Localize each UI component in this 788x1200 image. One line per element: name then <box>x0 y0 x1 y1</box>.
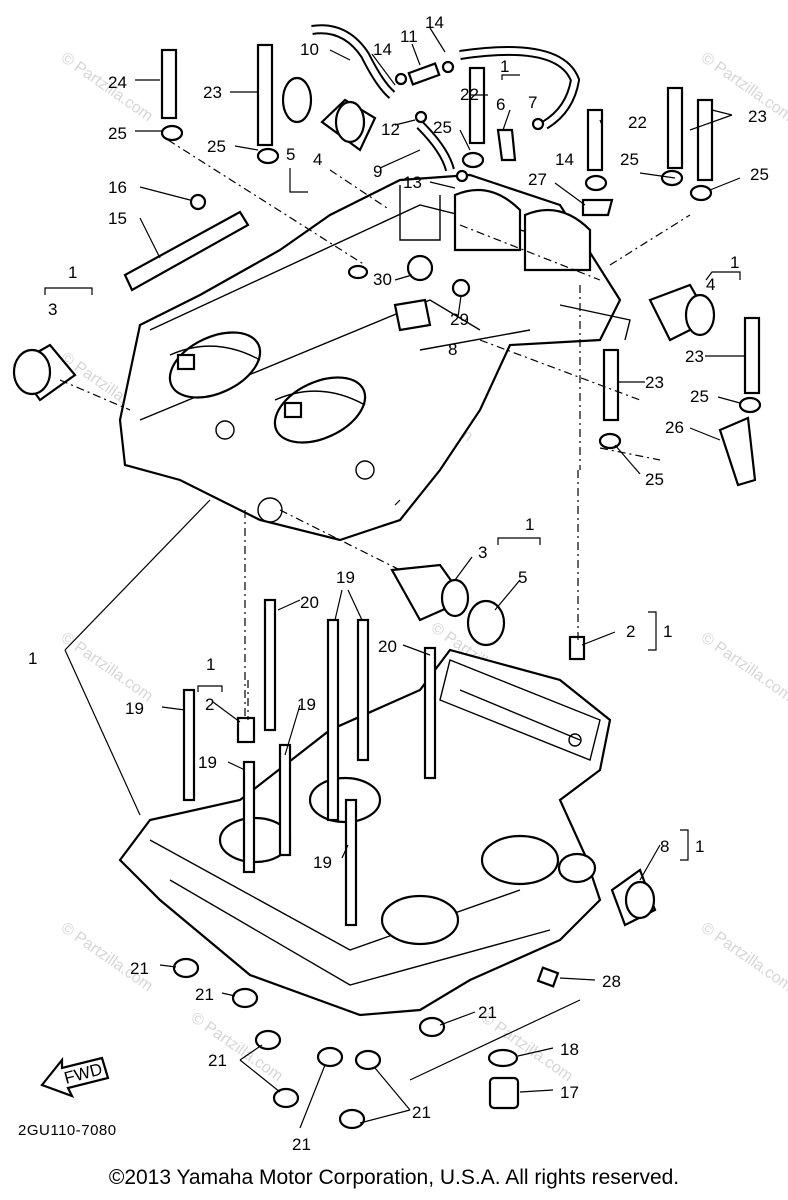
callout-25: 25 <box>750 165 769 184</box>
callout-28: 28 <box>602 972 621 991</box>
callout-17: 17 <box>560 1083 579 1102</box>
callout-1: 1 <box>695 837 704 856</box>
hoses <box>311 24 581 172</box>
callout-29: 29 <box>450 310 469 329</box>
callout-1: 1 <box>68 263 77 282</box>
callout-numbers: 24 23 25 10 14 11 14 22 1 6 7 23 22 25 1… <box>28 13 769 1154</box>
callout-25: 25 <box>645 470 664 489</box>
callout-4: 4 <box>313 150 322 169</box>
nuts-and-washers <box>123 60 762 1130</box>
callout-2: 2 <box>626 622 635 641</box>
upper-crankcase <box>118 173 631 542</box>
callout-26: 26 <box>665 418 684 437</box>
callout-23: 23 <box>748 107 767 126</box>
callout-25: 25 <box>108 124 127 143</box>
callout-14: 14 <box>425 13 444 32</box>
callout-1: 1 <box>500 57 509 76</box>
callout-19: 19 <box>198 753 217 772</box>
callout-19: 19 <box>313 853 332 872</box>
callout-6: 6 <box>496 95 505 114</box>
callout-4: 4 <box>706 275 715 294</box>
callout-1: 1 <box>663 622 672 641</box>
watermark: © Partzilla.com <box>58 49 156 125</box>
callout-21: 21 <box>208 1051 227 1070</box>
diagram-code: 2GU110-7080 <box>18 1122 117 1139</box>
callout-3: 3 <box>48 300 57 319</box>
callout-16: 16 <box>108 178 127 197</box>
callout-5: 5 <box>286 145 295 164</box>
callout-24: 24 <box>108 73 127 92</box>
callout-1: 1 <box>730 253 739 272</box>
callout-30: 30 <box>373 270 392 289</box>
callout-1: 1 <box>206 655 215 674</box>
callout-1: 1 <box>28 649 37 668</box>
callout-21: 21 <box>130 959 149 978</box>
callout-18: 18 <box>560 1040 579 1059</box>
callout-21: 21 <box>195 985 214 1004</box>
callout-20: 20 <box>378 637 397 656</box>
callout-14: 14 <box>373 40 392 59</box>
callout-10: 10 <box>300 40 319 59</box>
callout-brackets <box>44 74 741 861</box>
callout-12: 12 <box>381 120 400 139</box>
callout-27: 27 <box>528 170 547 189</box>
callout-1: 1 <box>525 515 534 534</box>
callout-2: 2 <box>205 695 214 714</box>
studs-and-bolts <box>160 43 761 927</box>
callout-22: 22 <box>628 113 647 132</box>
callout-14: 14 <box>555 150 574 169</box>
callout-25: 25 <box>620 150 639 169</box>
watermark: © Partzilla.com <box>698 919 788 995</box>
copyright-notice: ©2013 Yamaha Motor Corporation, U.S.A. A… <box>108 1166 680 1189</box>
callout-25: 25 <box>207 137 226 156</box>
callout-19: 19 <box>336 568 355 587</box>
callout-15: 15 <box>108 209 127 228</box>
callout-22: 22 <box>460 85 479 104</box>
bearings <box>12 76 716 927</box>
assembly-lines <box>59 139 691 720</box>
watermark: © Partzilla.com <box>58 919 156 995</box>
fwd-arrow: FWD <box>40 1056 110 1098</box>
callout-23: 23 <box>203 83 222 102</box>
callout-20: 20 <box>300 593 319 612</box>
callout-9: 9 <box>373 162 382 181</box>
callout-11: 11 <box>400 27 418 46</box>
callout-21: 21 <box>478 1003 497 1022</box>
callout-19: 19 <box>125 699 144 718</box>
callout-25: 25 <box>690 387 709 406</box>
callout-3: 3 <box>478 543 487 562</box>
callout-5: 5 <box>518 568 527 587</box>
callout-23: 23 <box>685 347 704 366</box>
callout-7: 7 <box>528 93 537 112</box>
callout-23: 23 <box>645 373 664 392</box>
callout-19: 19 <box>297 695 316 714</box>
callout-8: 8 <box>448 340 457 359</box>
callout-21: 21 <box>292 1135 311 1154</box>
leader-lines <box>64 27 745 1129</box>
callout-21: 21 <box>412 1103 431 1122</box>
callout-8: 8 <box>660 837 669 856</box>
callout-13: 13 <box>403 173 422 192</box>
callout-25: 25 <box>433 118 452 137</box>
watermark: © Partzilla.com <box>698 629 788 705</box>
